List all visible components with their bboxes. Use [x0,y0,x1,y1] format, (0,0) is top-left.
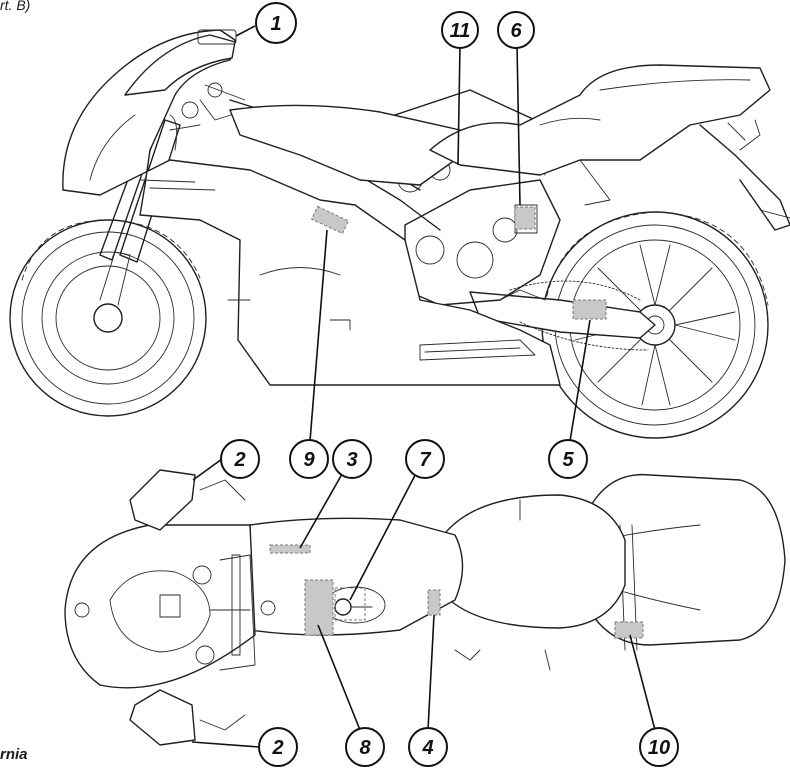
callout-label: 8 [359,737,371,759]
callout-1: 1 [255,2,297,44]
mirror-left [129,469,196,531]
front-fairing [62,29,561,386]
callout-label: 9 [303,449,315,471]
callout-label: 5 [562,449,574,471]
callout-label: 4 [421,737,433,759]
top-handlebars [192,554,276,671]
label-zone-7 [334,587,366,621]
callout-9: 9 [289,439,329,479]
callout-label: 2 [271,737,283,759]
label-zone-9 [310,205,350,235]
side-view [9,29,790,439]
callout-8: 8 [345,727,385,767]
callout-label: 6 [510,20,522,42]
callout-2-top: 2 [220,439,260,479]
callout-10: 10 [639,727,679,767]
callout-4: 4 [408,727,448,767]
callout-6: 6 [497,11,535,49]
top-view [64,469,786,746]
rear-wheel [541,211,769,439]
callout-3: 3 [332,439,372,479]
callouts: 1 11 6 9 5 2 3 7 [191,2,679,767]
callout-2-bottom: 2 [258,727,298,767]
callout-label: 1 [270,13,281,35]
callout-label: 7 [419,449,431,471]
footer-fragment: rnia [0,746,28,763]
callout-label: 10 [648,737,670,759]
fuel-tank [229,104,461,186]
handlebar [169,82,246,151]
tail-section [579,473,786,646]
label-zone-6 [514,206,536,230]
label-zone-4 [427,589,441,616]
callout-5: 5 [548,439,588,479]
caption-fragment: rt. B) [0,0,31,13]
label-zone-5 [572,299,607,320]
label-zone-10 [614,621,644,639]
windscreen [124,34,236,96]
mirror-right [129,689,196,746]
top-tank [249,517,464,636]
label-zone-3 [269,544,311,554]
top-seat [439,494,626,629]
callout-7: 7 [405,439,445,479]
callout-label: 2 [233,449,245,471]
callout-label: 11 [450,20,471,42]
front-wheel [9,219,207,417]
callout-11: 11 [441,11,479,49]
callout-label: 3 [346,449,357,471]
